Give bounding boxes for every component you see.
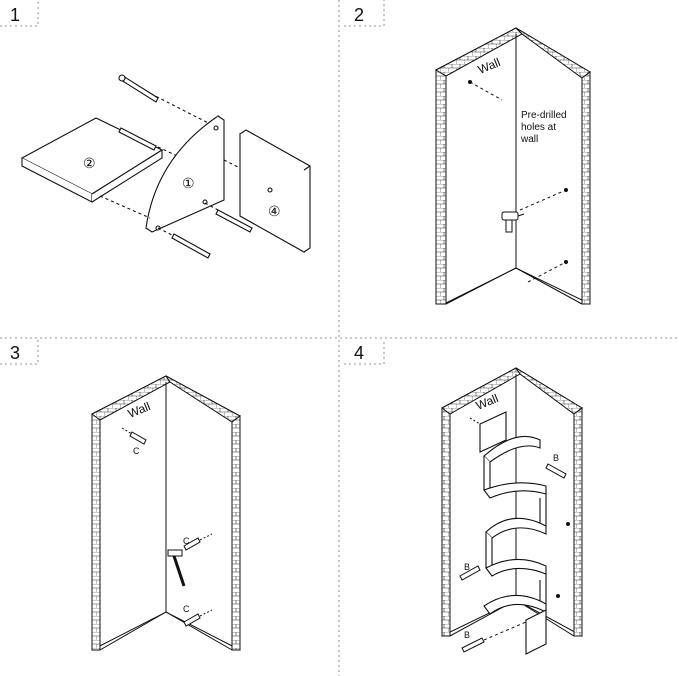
- screw-right-icon: [204, 202, 253, 233]
- step-2-number: 2: [354, 5, 364, 25]
- wall-plate-part-label: ④: [268, 203, 281, 219]
- board-part-label: ②: [83, 155, 96, 171]
- screw-label-middle: B: [464, 562, 470, 572]
- step-1-number: 1: [10, 5, 20, 25]
- zigzag-shelf-unit: [479, 411, 547, 655]
- step-2-note-line-1: Pre-drilled: [521, 110, 567, 121]
- step-2-corner-walls: [434, 27, 591, 305]
- step-2-note-line-2: holes at: [521, 122, 556, 133]
- screw-b-middle-icon: [459, 565, 481, 581]
- anchor-label-bottom: C: [183, 604, 190, 614]
- screw-b-upper-icon: [545, 463, 567, 479]
- anchor-label-top: C: [133, 446, 140, 456]
- screw-top-icon: [118, 74, 223, 131]
- shelf-board-part: [20, 117, 164, 203]
- step-4-screws: [459, 417, 570, 653]
- step-4-number: 4: [354, 343, 364, 363]
- bracket-part-label: ①: [182, 175, 195, 191]
- screw-middle-icon: [118, 127, 221, 177]
- anchor-plug-bottom-icon: [183, 609, 213, 627]
- screw-label-upper: B: [553, 453, 559, 463]
- step-1-exploded-view: [20, 74, 311, 259]
- step-3-number: 3: [10, 343, 20, 363]
- screw-lower-icon: [99, 195, 211, 259]
- step-3-corner-walls: [91, 375, 241, 651]
- screw-label-lower: B: [464, 630, 470, 640]
- drill-icon: [501, 211, 525, 233]
- anchor-plug-mid-icon: [183, 533, 213, 551]
- wall-plate-part: [223, 129, 311, 253]
- step-2-note-line-3: wall: [520, 134, 538, 145]
- anchor-plug-top-icon: [121, 427, 147, 445]
- hammer-icon: [167, 549, 186, 587]
- anchor-label-mid: C: [183, 536, 190, 546]
- corner-bracket-part: [145, 114, 225, 233]
- screw-b-lower-icon: [461, 637, 485, 653]
